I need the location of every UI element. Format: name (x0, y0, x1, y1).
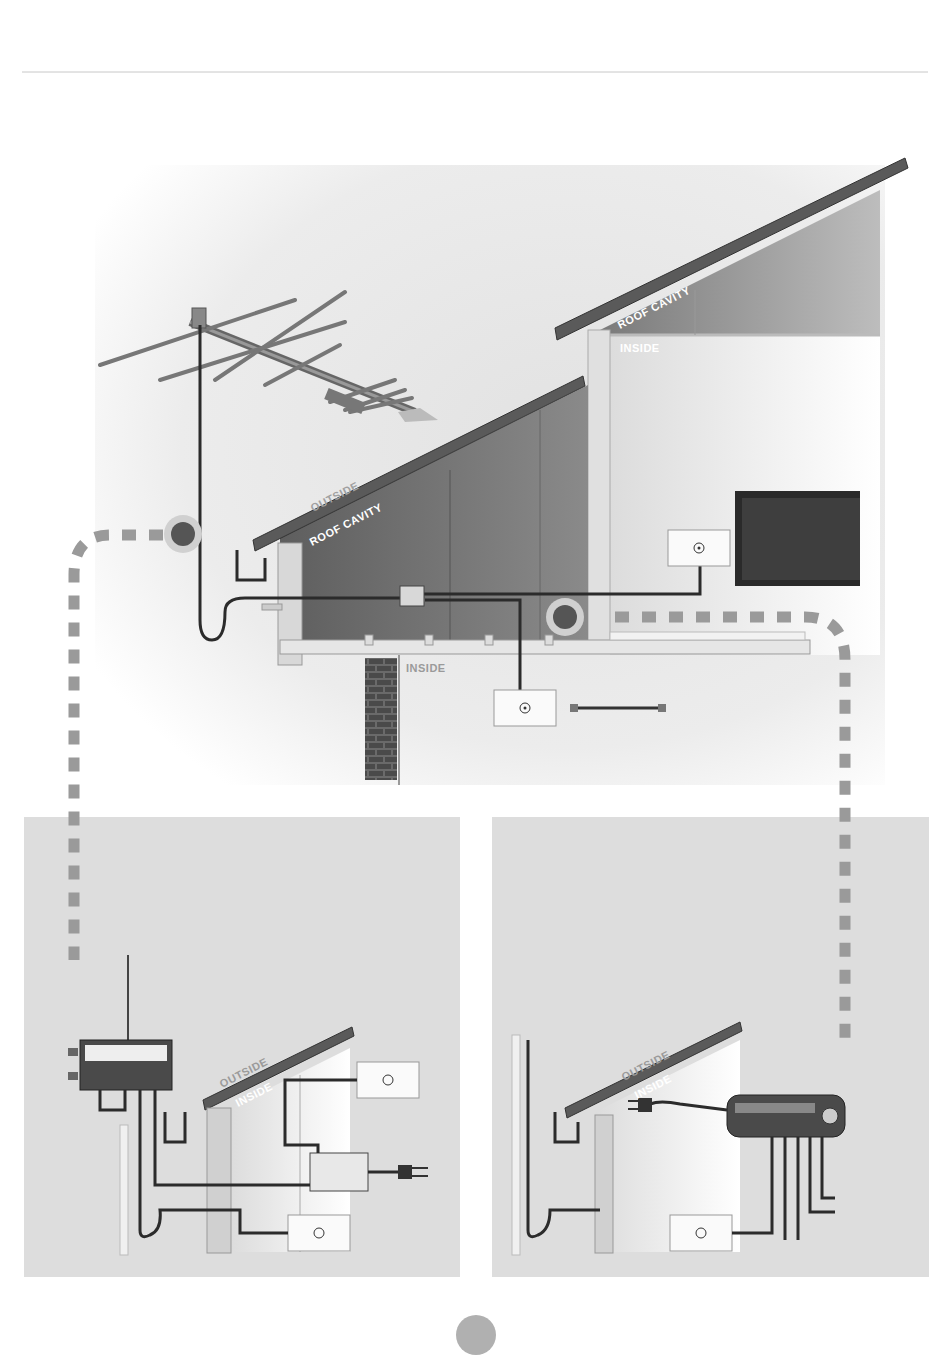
area-label: INSIDE (406, 663, 446, 674)
area-label: INSIDE (620, 343, 660, 354)
